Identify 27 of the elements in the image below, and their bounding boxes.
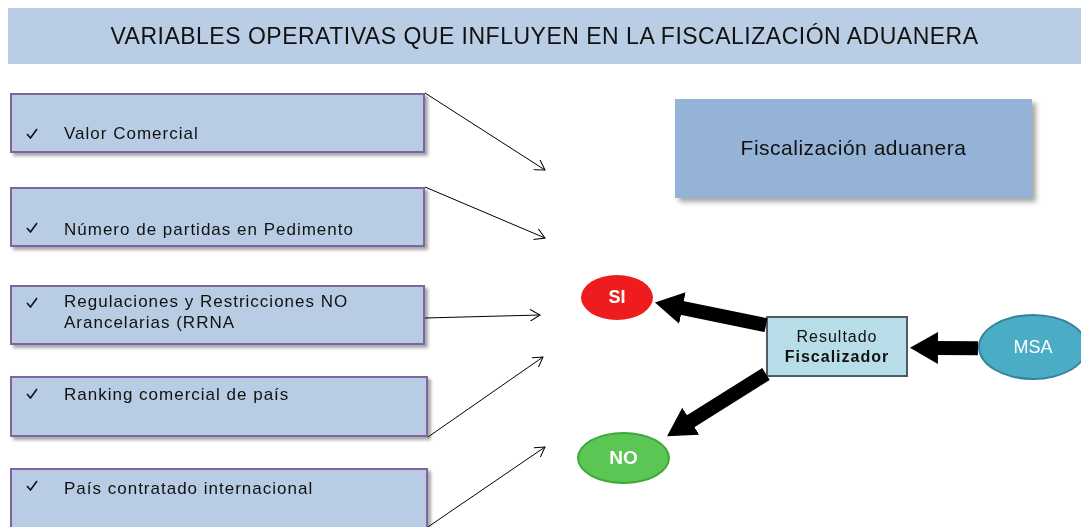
node-text: País contratado internacional [64,478,314,500]
variable-box [10,285,425,345]
node-text: MSA [1013,335,1053,359]
arrow [424,186,546,241]
arrow [427,356,544,438]
arrow [424,92,546,171]
node-text: Ranking comercial de país [64,384,290,406]
node-text: NO [609,446,638,470]
arrow [427,446,546,527]
no-oval [577,432,670,484]
node-text: SI [608,286,626,309]
variable-box [10,376,428,437]
arrow [910,332,979,364]
node-text: Número de partidas en Pedimento [64,219,354,241]
variable-box [10,468,428,527]
node-text: Valor Comercial [64,123,199,145]
variable-box [10,187,425,247]
node-text: Fiscalización aduanera [740,135,967,162]
arrow [654,292,768,332]
node-text: Resultado Fiscalizador [783,326,891,367]
node-text: Regulaciones y Restricciones NO Arancelarias (RRNA [64,291,350,334]
process-box [675,99,1032,198]
variable-box [10,93,425,153]
arrow [667,368,770,437]
title-banner: VARIABLES OPERATIVAS QUE INFLUYEN EN LA FISCALIZACIÓN ADUANERA [8,8,1081,64]
result-box [766,316,908,377]
arrow [424,308,541,322]
